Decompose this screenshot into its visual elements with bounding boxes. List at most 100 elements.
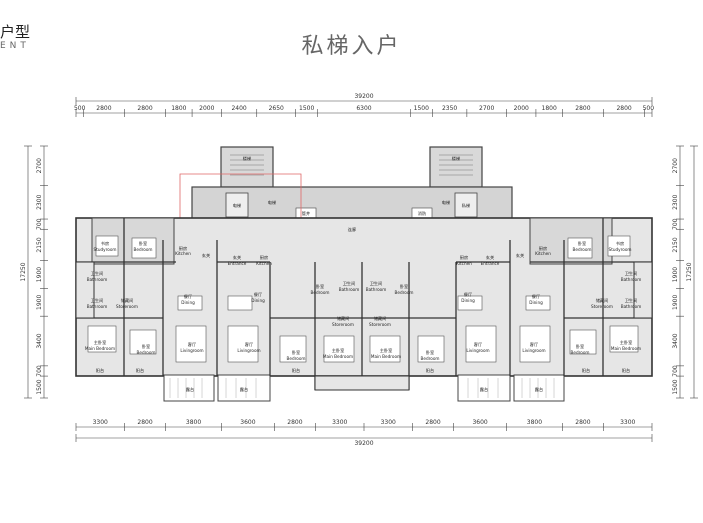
header-left: 户型 ENT xyxy=(0,24,30,51)
master-l-en: Main Bedroom xyxy=(85,346,115,351)
left-dimension-3: 700 xyxy=(36,218,43,230)
kitchen-right-cn: 厨房 xyxy=(539,245,547,252)
bottom-dimension-7: 3300 xyxy=(381,419,396,426)
top-dimension-14: 1800 xyxy=(542,105,557,112)
right-dimension-2: 2300 xyxy=(672,194,679,209)
terrace-label-1: 露台 xyxy=(186,386,194,393)
elevator-left xyxy=(225,192,249,218)
bottom-dimension-10: 3800 xyxy=(527,419,542,426)
elevator-label-left: 电梯 xyxy=(233,202,241,209)
bedroom-l-en: Bedroom xyxy=(137,350,156,355)
storage-l-cn: 储藏间 xyxy=(121,297,134,304)
right-dimension-6: 1900 xyxy=(672,295,679,310)
bedroom-l-cn: 卧室 xyxy=(142,343,150,350)
top-dimension-4: 1800 xyxy=(171,105,186,112)
balcony-label-1: 阳台 xyxy=(96,367,104,374)
balcony-label-6: 阳台 xyxy=(622,367,630,374)
terrace-label-2: 露台 xyxy=(240,386,248,393)
bedroom-cl-en: Bedroom xyxy=(287,356,306,361)
bedroom-c2-cn: 卧室 xyxy=(400,283,408,290)
living-l1-en: Livingroom xyxy=(180,348,203,353)
corridor-label: 连廊 xyxy=(348,226,356,233)
left-dimension-1: 2700 xyxy=(36,158,43,173)
bedroom-r-en: Bedroom xyxy=(571,350,590,355)
balcony-label-3: 阳台 xyxy=(292,367,300,374)
bedroom-r-cn: 卧室 xyxy=(576,343,584,350)
top-dimension-7: 2650 xyxy=(269,105,284,112)
master-r-cn: 主卧室 xyxy=(620,339,633,346)
bottom-dimension-1: 3300 xyxy=(93,419,108,426)
bottom-dimension-6: 3300 xyxy=(332,419,347,426)
bedroom-tr-en: Bedroom xyxy=(573,247,592,252)
right-dimension-7: 3400 xyxy=(672,333,679,348)
top-dimension-6: 2400 xyxy=(231,105,246,112)
left-dimension-4: 2150 xyxy=(36,237,43,252)
stair-core-left xyxy=(220,146,274,188)
master-c2-cn: 主卧室 xyxy=(380,347,393,354)
bedroom-c1-en: Bedroom xyxy=(311,290,330,295)
terrace-label-3: 露台 xyxy=(480,386,488,393)
left-dimension-2: 2300 xyxy=(36,194,43,209)
top-total-dimension: 39200 xyxy=(354,93,373,100)
top-dimension-15: 2800 xyxy=(575,105,590,112)
page-title: 私梯入户 xyxy=(301,34,402,59)
bath-c2-en: Bathroom xyxy=(366,287,387,292)
dining-r1-en: Dining xyxy=(461,298,475,303)
bedroom-cl-cn: 卧室 xyxy=(292,349,300,356)
living-r2-cn: 客厅 xyxy=(530,341,538,348)
stair-core-right xyxy=(429,146,483,188)
study-left-cn: 书房 xyxy=(101,240,109,247)
kitchen-left-en: Kitchen xyxy=(175,251,191,256)
entrance-l2-cn: 玄关 xyxy=(233,254,241,261)
bottom-dimension-11: 2800 xyxy=(575,419,590,426)
balcony-label-2: 阳台 xyxy=(136,367,144,374)
bedroom-c1-cn: 卧室 xyxy=(316,283,324,290)
stair-label-right: 楼梯 xyxy=(452,155,460,162)
top-dimension-11: 2350 xyxy=(442,105,457,112)
bath-l2-cn: 卫生间 xyxy=(91,297,104,304)
right-total-dimension: 17250 xyxy=(686,262,693,281)
top-dimension-16: 2800 xyxy=(616,105,631,112)
bath-c2-cn: 卫生间 xyxy=(370,280,383,287)
balcony-label-4: 阳台 xyxy=(426,367,434,374)
bath-c1-en: Bathroom xyxy=(339,287,360,292)
balcony-2 xyxy=(217,374,271,402)
entrance-r2-en: Entrance xyxy=(481,261,500,266)
elevator-right xyxy=(454,192,478,218)
left-total-dimension: 17250 xyxy=(20,262,27,281)
dining-r1-cn: 餐厅 xyxy=(464,291,472,298)
living-l2-en: Livingroom xyxy=(237,348,260,353)
bottom-dimension-9: 3600 xyxy=(472,419,487,426)
storage-c1-en: Storeroom xyxy=(332,322,354,327)
left-dimension-7: 3400 xyxy=(36,333,43,348)
living-r2-en: Livingroom xyxy=(522,348,545,353)
right-dimension-1: 2700 xyxy=(672,158,679,173)
storage-r-en: Storeroom xyxy=(591,304,613,309)
bedroom-c2-en: Bedroom xyxy=(395,290,414,295)
bottom-dimension-8: 2800 xyxy=(425,419,440,426)
right-dimension-4: 2150 xyxy=(672,237,679,252)
dining-r2-cn: 餐厅 xyxy=(532,293,540,300)
dining-l2-en: Dining xyxy=(251,298,265,303)
bath-l1-en: Bathroom xyxy=(87,277,108,282)
left-dimension-8: 700 xyxy=(36,365,43,377)
header-unit-type: 户型 xyxy=(0,23,31,41)
kitchen-right-en: Kitchen xyxy=(535,251,551,256)
top-dimension-10: 1500 xyxy=(414,105,429,112)
dining-l1-cn: 餐厅 xyxy=(184,293,192,300)
bath-r1-cn: 卫生间 xyxy=(625,270,638,277)
master-l-cn: 主卧室 xyxy=(94,339,107,346)
kitchen-r2-en: Kitchen xyxy=(456,261,472,266)
left-dimension-6: 1900 xyxy=(36,295,43,310)
entrance-l2-en: Entrance xyxy=(228,261,247,266)
bath-l2-en: Bathroom xyxy=(87,304,108,309)
top-dimension-17: 500 xyxy=(643,105,655,112)
bath-l1-cn: 卫生间 xyxy=(91,270,104,277)
storage-l-en: Storeroom xyxy=(116,304,138,309)
balcony-label-5: 阳台 xyxy=(582,367,590,374)
dining-l2-cn: 餐厅 xyxy=(254,291,262,298)
living-l1-cn: 客厅 xyxy=(188,341,196,348)
entrance-right-cn: 玄关 xyxy=(516,252,524,259)
